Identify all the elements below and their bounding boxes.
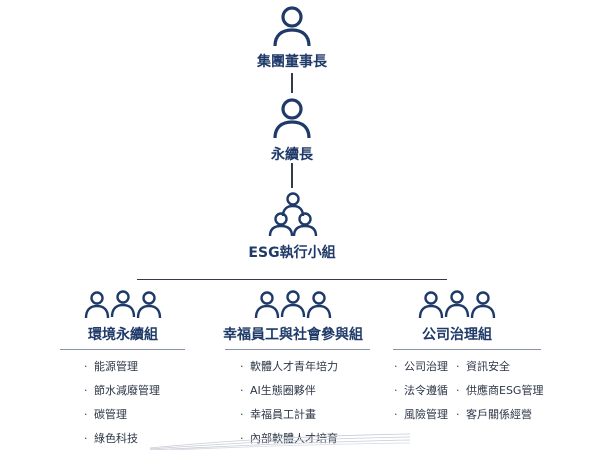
social-item: ·AI生態圈夥伴 xyxy=(240,384,316,397)
env-item: ·能源管理 xyxy=(84,360,138,373)
connector-cso-to-esg xyxy=(291,163,293,188)
social-group-label: 幸福員工與社會參與組 xyxy=(223,327,363,343)
env-item: ·節水減廢管理 xyxy=(84,384,160,397)
gov-item: ·公司治理 xyxy=(394,360,448,373)
gov-item: ·供應商ESG管理 xyxy=(456,384,544,397)
connector-chairman-to-cso xyxy=(291,73,293,93)
chairman-icon xyxy=(270,4,314,48)
cso-label: 永續長 xyxy=(271,147,313,163)
social-group-divider xyxy=(225,349,370,350)
gov-group-divider xyxy=(393,349,541,350)
social-item: ·幸福員工計畫 xyxy=(240,408,316,421)
cso-icon xyxy=(270,96,314,140)
decorative-wave xyxy=(150,428,410,450)
gov-item: ·資訊安全 xyxy=(456,360,510,373)
esg-team-icon xyxy=(262,190,324,238)
env-item: ·綠色科技 xyxy=(84,432,138,445)
esg-team-label: ESG執行小組 xyxy=(248,245,336,261)
gov-item: ·法令遵循 xyxy=(394,384,448,397)
chairman-label: 集團董事長 xyxy=(257,54,327,70)
connector-horizontal xyxy=(137,279,447,280)
gov-item: ·風險管理 xyxy=(394,408,448,421)
env-group-divider xyxy=(60,349,185,350)
gov-item: ·客戶關係經營 xyxy=(456,408,532,421)
env-item: ·碳管理 xyxy=(84,408,127,421)
social-item: ·軟體人才青年培力 xyxy=(240,360,338,373)
gov-group-label: 公司治理組 xyxy=(422,327,492,343)
env-group-icon xyxy=(84,290,162,320)
social-group-icon xyxy=(254,290,332,320)
env-group-label: 環境永續組 xyxy=(88,327,158,343)
gov-group-icon xyxy=(418,290,496,320)
